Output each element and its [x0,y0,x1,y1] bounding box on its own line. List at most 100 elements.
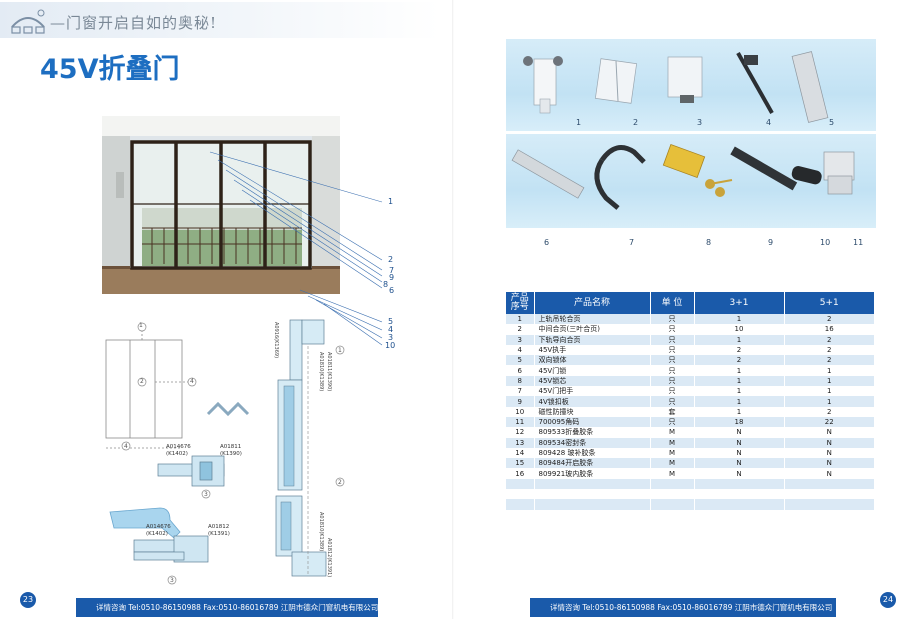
page-title: 45V折叠门 [40,54,180,85]
cell-unit: 只 [650,416,695,428]
cell-3plus1: 18 [694,416,785,428]
callout-8: 8 [383,280,389,289]
cell-blank [694,489,785,500]
cell-5plus1: 2 [784,344,874,356]
cell-name: 45V执手 [534,344,651,356]
cell-blank [784,478,874,490]
col-header-unit: 单 位 [650,292,695,314]
cell-no: 1 [506,314,535,325]
cell-blank [506,489,535,500]
cell-no: 15 [506,458,535,469]
profile-drawings [105,319,345,585]
vertical-code-a01810-b: A01810(K1389) [318,512,324,552]
product-num-11: 11 [853,238,864,247]
cell-name: 磁性防撞块 [534,406,651,417]
callout-5: 5 [388,317,394,326]
cell-blank [694,499,785,510]
cell-no: 13 [506,437,535,448]
product-num-3: 3 [697,118,703,127]
product-num-8: 8 [706,238,712,247]
cell-blank [534,478,651,490]
vertical-code-a01812: A01812(K1391) [326,538,332,578]
footer-contact-right: 详情咨询 Tel:0510-86150988 Fax:0510-86016789… [530,598,836,617]
profile-label-a01812: A01812(K1391) [208,524,230,537]
circle-label-7: 2 [338,479,342,486]
cell-5plus1: 2 [784,406,874,417]
hardware-photos-bottom [511,143,855,210]
cell-no: 4 [506,344,535,356]
callout-lines [209,151,383,346]
cell-3plus1: N [694,437,785,448]
page-gutter [452,0,454,619]
product-num-4: 4 [766,118,772,127]
cell-name: 双向锁体 [534,355,651,366]
cell-5plus1: 22 [784,416,874,428]
cell-name: 809921玻内胶条 [534,468,651,479]
cell-blank [694,478,785,490]
product-num-6: 6 [544,238,550,247]
cell-no: 16 [506,468,535,479]
cell-no: 14 [506,447,535,459]
profile-label-a014676-b: A014676(K1402) [146,524,171,537]
product-strip-top [506,39,876,131]
callout-2: 2 [388,255,394,264]
circle-label-1: 1 [139,322,143,329]
cell-name: 下轨导向合页 [534,334,651,345]
cell-3plus1: 1 [694,375,785,387]
cell-5plus1: 2 [784,314,874,325]
table-row-blank [506,478,874,490]
cell-3plus1: 1 [694,406,785,417]
cell-unit: 只 [650,334,695,345]
cell-5plus1: N [784,427,874,438]
cell-name: 809484开启胶条 [534,458,651,469]
cell-5plus1: 2 [784,334,874,345]
table-row-blank [506,489,874,500]
page-number-right: 24 [880,592,896,608]
callout-1: 1 [388,197,394,206]
cell-unit: 只 [650,314,695,325]
callout-7: 7 [389,266,395,275]
cell-3plus1: 1 [694,334,785,345]
cell-name: 45V门锁 [534,365,651,376]
cell-unit: 只 [650,375,695,387]
cell-name: 809428 玻补胶条 [534,447,651,459]
cell-3plus1: 2 [694,344,785,356]
cell-name: 4V锁扣板 [534,396,651,407]
cell-5plus1: N [784,458,874,469]
product-num-7: 7 [629,238,635,247]
circle-label-2: 2 [140,378,144,385]
circle-label-4: 4 [190,378,194,385]
cell-no: 8 [506,375,535,387]
cell-blank [506,499,535,510]
cell-no: 5 [506,355,535,366]
profile-label-a014676: A014676(K1402) [166,444,191,457]
cell-no: 7 [506,386,535,397]
cell-3plus1: 1 [694,365,785,376]
cell-3plus1: N [694,427,785,438]
cell-name: 700095角码 [534,416,651,428]
cell-no: 6 [506,365,535,376]
cell-unit: 套 [650,406,695,417]
page-number-left: 23 [20,592,36,608]
cell-blank [506,478,535,490]
cell-5plus1: 1 [784,386,874,397]
callout-9: 9 [389,273,395,282]
header-band [0,2,440,38]
cell-unit: M [650,427,695,438]
cell-no: 9 [506,396,535,407]
cell-5plus1: 1 [784,375,874,387]
hardware-photos-top [523,51,829,123]
circle-label-3: 3 [204,491,208,498]
cell-3plus1: 1 [694,386,785,397]
slogan: —门窗开启自如的奥秘! [50,14,218,32]
cell-5plus1: N [784,447,874,459]
